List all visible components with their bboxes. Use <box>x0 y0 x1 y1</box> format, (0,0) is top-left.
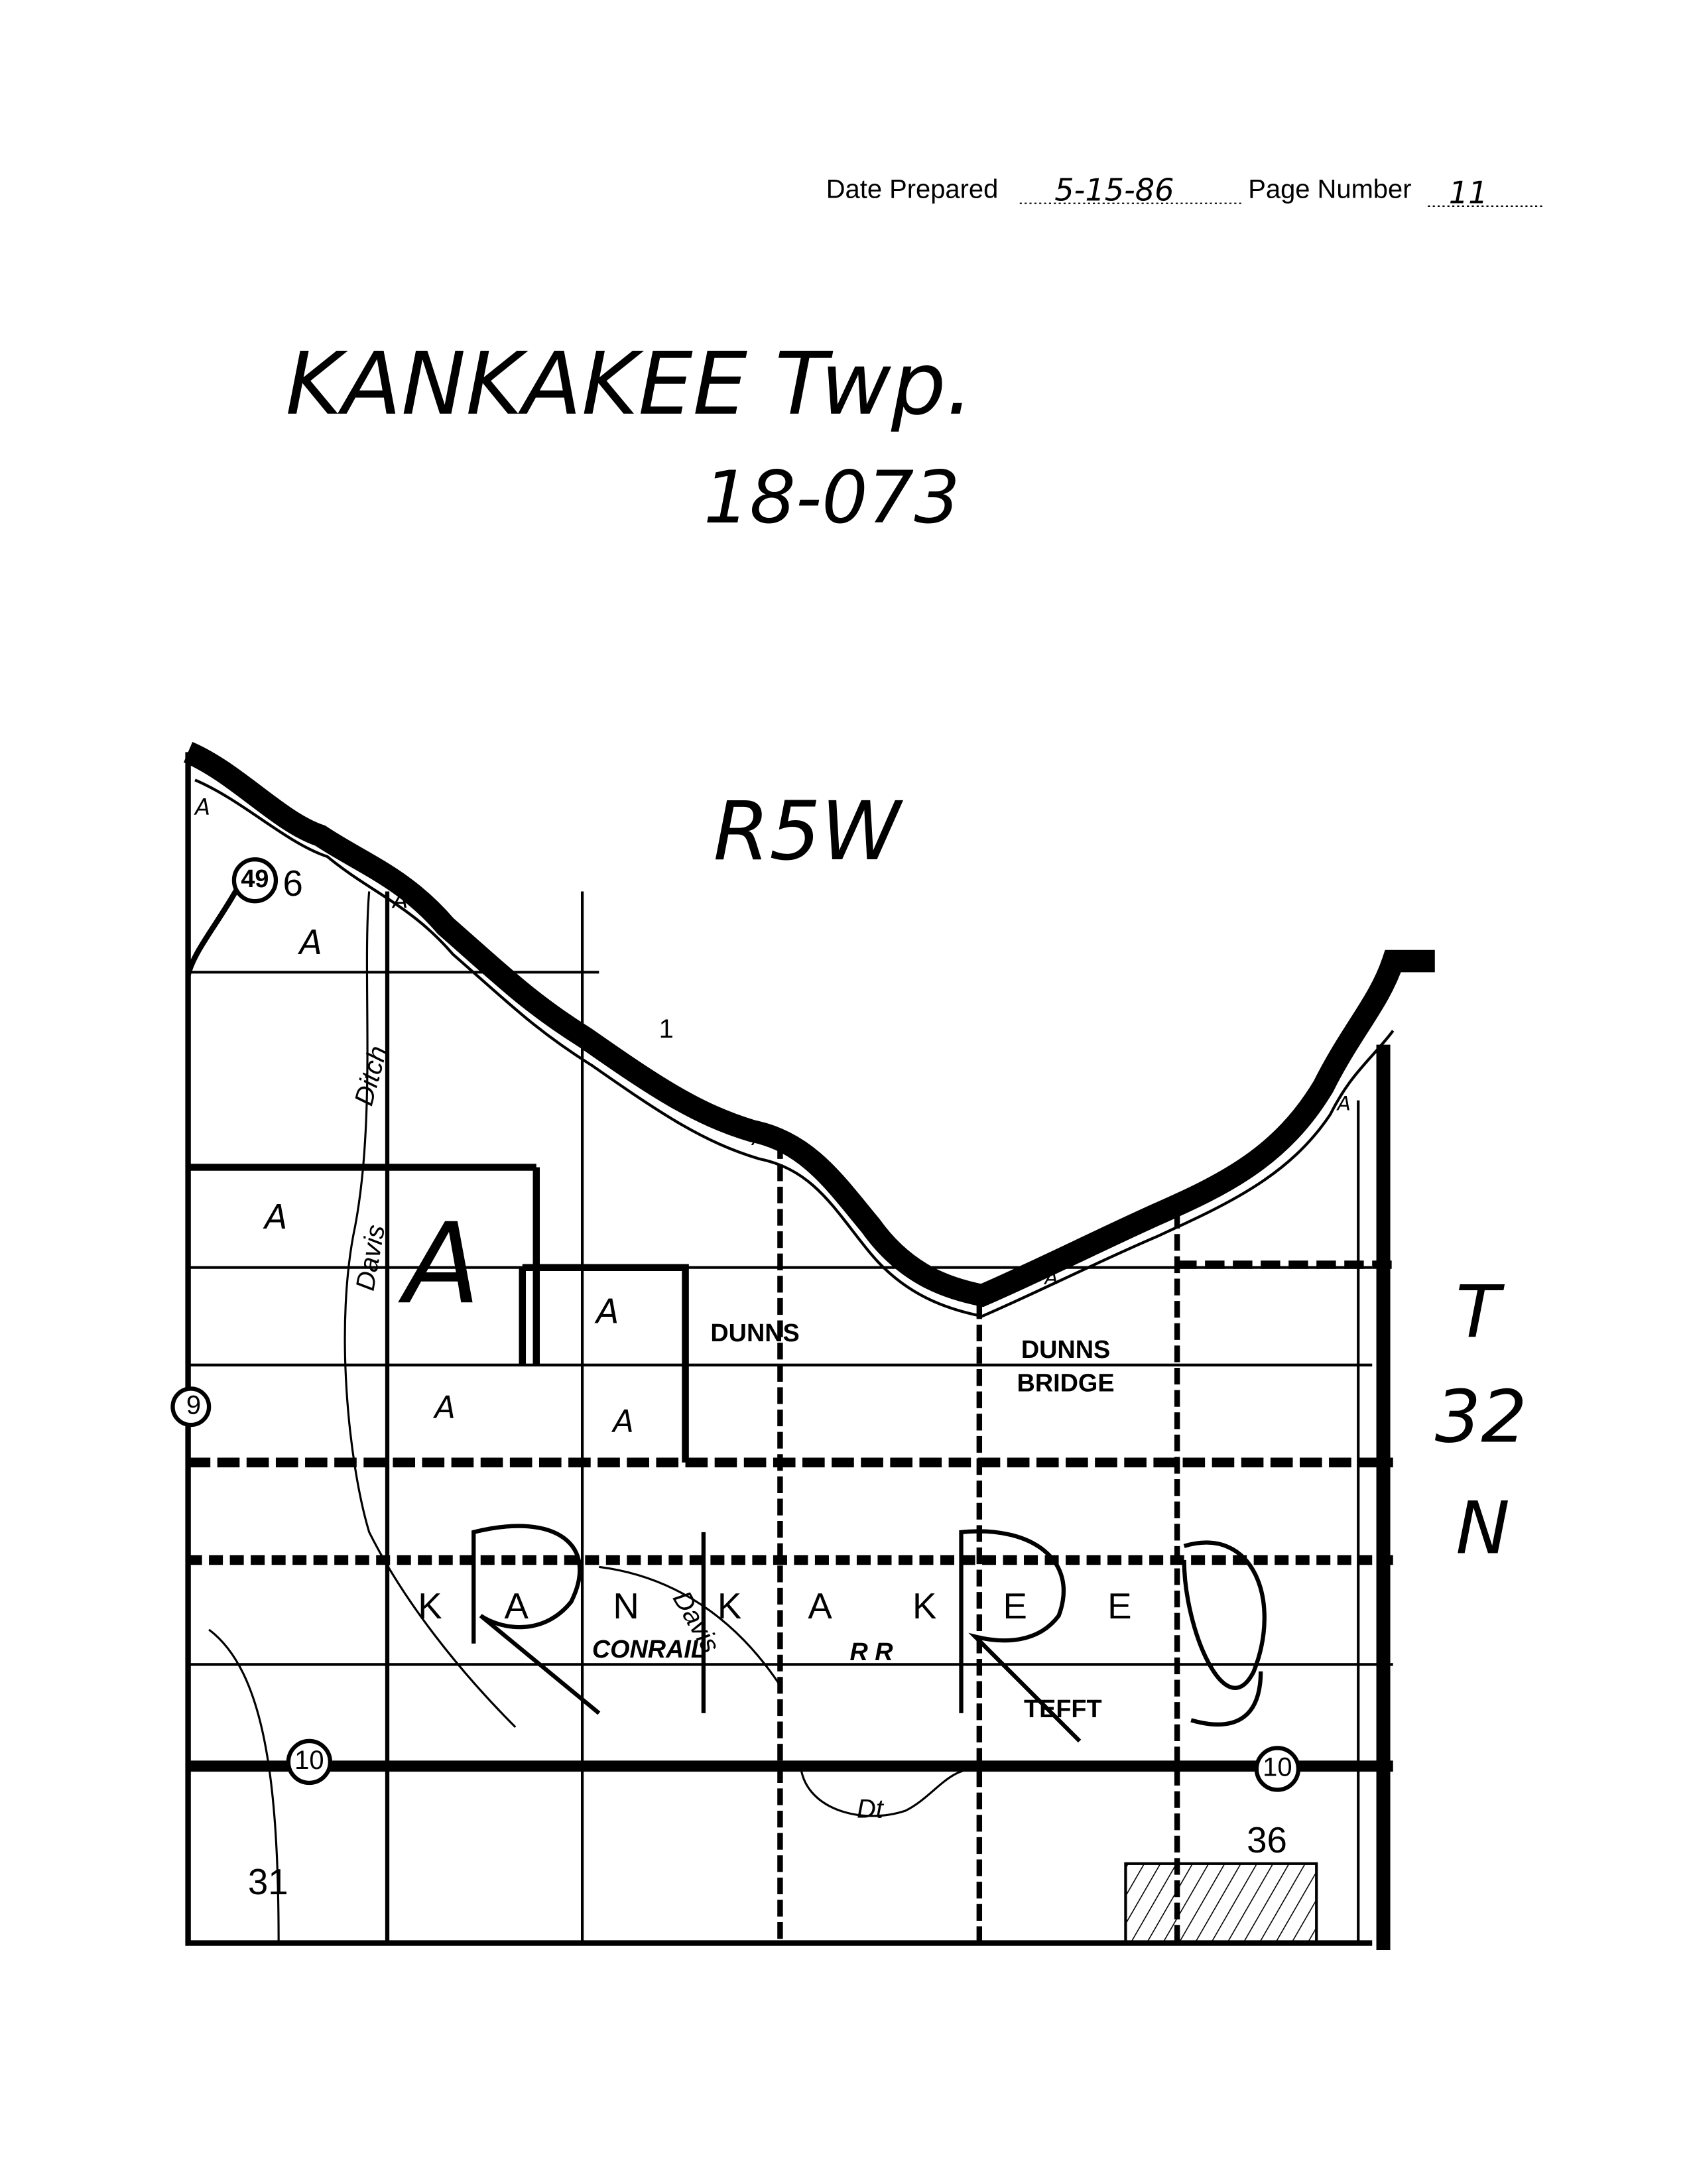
label-rr: R R <box>849 1638 893 1666</box>
section-lines <box>185 862 1393 1943</box>
area-mark: A <box>194 794 210 820</box>
kankakee-letter: E <box>1107 1586 1131 1626</box>
kankakee-letter: A <box>808 1586 832 1626</box>
svg-text:10: 10 <box>1263 1752 1292 1782</box>
label-dunns-bridge-1: DUNNS <box>1021 1336 1110 1364</box>
area-mark: A <box>611 1404 634 1439</box>
township-title: KANKAKEE Twp. <box>286 334 973 434</box>
area-mark: A <box>1044 1266 1058 1289</box>
area-mark: A <box>432 1390 456 1426</box>
section-number-31: 31 <box>248 1862 288 1902</box>
area-mark: A <box>751 1127 765 1150</box>
kankakee-letter: K <box>912 1586 936 1626</box>
area-mark: A <box>1336 1092 1351 1115</box>
section-number-6: 6 <box>282 863 302 904</box>
kankakee-letter: K <box>418 1586 442 1626</box>
township-label-t: T <box>1456 1270 1505 1355</box>
section-number-1: 1 <box>659 1014 674 1044</box>
area-marks: A A A A A A A A A A A <box>194 794 1351 1439</box>
township-label-n: N <box>1456 1486 1510 1570</box>
label-dt: Dt <box>857 1794 885 1823</box>
route-marker-10-east: 10 <box>1254 1746 1301 1792</box>
handwritten-annotations <box>471 1524 1267 1743</box>
date-prepared-label: Date Prepared <box>826 174 999 204</box>
range-label: R5W <box>714 784 904 879</box>
route-marker-49: 49 <box>231 857 279 904</box>
area-mark: A <box>263 1197 287 1237</box>
label-dunns-bridge-2: BRIDGE <box>1017 1370 1115 1398</box>
svg-text:9: 9 <box>186 1390 201 1420</box>
hatched-parcel <box>1124 1862 1318 1945</box>
label-dunns: DUNNS <box>710 1319 799 1347</box>
kankakee-letter: A <box>504 1586 529 1626</box>
kankakee-river <box>183 741 1435 1307</box>
kankakee-place-name: K A N K A K E E <box>418 1586 1131 1626</box>
route-marker-9: 9 <box>170 1386 212 1427</box>
map: 49 10 10 9 6 1 31 36 DUNNS DUNNS BRIDGE … <box>170 741 1435 1951</box>
kankakee-letter: E <box>1003 1586 1027 1626</box>
area-mark-large: A <box>398 1199 480 1329</box>
section-number-36: 36 <box>1247 1820 1287 1860</box>
river-bank <box>194 778 1395 1318</box>
township-number: 18-073 <box>704 455 960 540</box>
area-mark: A <box>594 1292 619 1331</box>
area-mark: A <box>391 888 408 914</box>
kankakee-letter: K <box>718 1586 741 1626</box>
label-davis-ditch: Davis <box>351 1223 391 1293</box>
label-tefft: TEFFT <box>1024 1695 1102 1723</box>
label-conrail: CONRAIL <box>592 1636 706 1664</box>
kankakee-letter: N <box>613 1586 639 1626</box>
page-number-value: 11 <box>1449 175 1488 211</box>
svg-text:10: 10 <box>294 1746 324 1775</box>
page-number-label: Page Number <box>1248 174 1411 204</box>
area-mark: A <box>298 923 322 962</box>
township-label-32: 32 <box>1435 1374 1527 1459</box>
route-marker-10-west: 10 <box>286 1738 333 1786</box>
date-prepared-value: 5-15-86 <box>1054 172 1174 208</box>
svg-text:49: 49 <box>241 865 269 893</box>
